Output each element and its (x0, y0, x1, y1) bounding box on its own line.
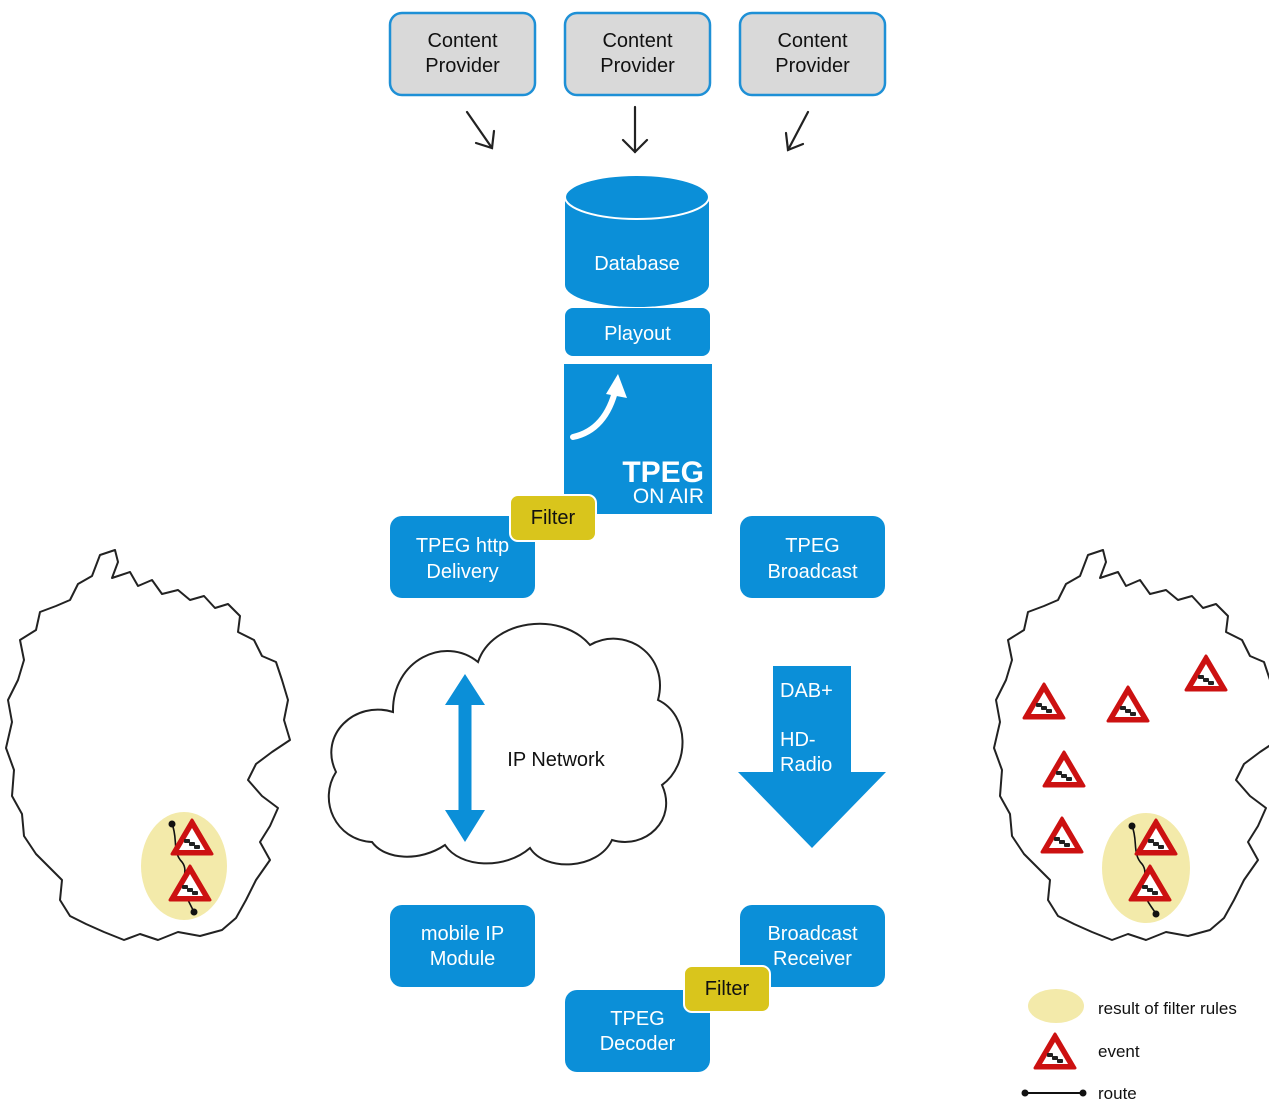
hd-label: HD- (780, 729, 816, 751)
http-delivery-line1: TPEG http (416, 535, 509, 557)
radio-label: Radio (780, 754, 832, 776)
filter-badge-top: Filter (509, 494, 597, 542)
legend-filter-label: result of filter rules (1098, 999, 1237, 1018)
broadcast-line1: TPEG (785, 535, 839, 557)
receiver-line2: Receiver (773, 948, 852, 970)
provider-arrow-3 (784, 110, 810, 152)
germany-map-filtered (5, 549, 291, 941)
provider-2-line1: Content (602, 30, 672, 52)
database-label: Database (594, 253, 680, 275)
provider-3-line1: Content (777, 30, 847, 52)
broadcast-receiver-box: Broadcast Receiver (740, 905, 885, 987)
legend-filter-swatch (1028, 989, 1084, 1023)
ip-network-cloud: IP Network (327, 622, 684, 866)
tpeg-logo-line1: TPEG (622, 456, 704, 489)
mobile-ip-line1: mobile IP (421, 923, 504, 945)
provider-3-line2: Provider (775, 55, 850, 77)
tpeg-decoder-box: TPEG Decoder (565, 990, 710, 1072)
playout-box: Playout (565, 308, 710, 356)
content-provider-3: Content Provider (738, 11, 887, 97)
mobile-ip-module-box: mobile IP Module (390, 905, 535, 987)
legend-event-label: event (1098, 1042, 1140, 1061)
provider-1-line2: Provider (425, 55, 500, 77)
tpeg-broadcast-box: TPEG Broadcast (740, 516, 885, 598)
dab-label: DAB+ (780, 680, 833, 702)
filter-badge-bottom: Filter (683, 965, 771, 1013)
mobile-ip-line2: Module (430, 948, 496, 970)
content-provider-1: Content Provider (388, 11, 537, 97)
broadcast-transmission-arrow: DAB+ HD- Radio (738, 666, 886, 848)
decoder-line2: Decoder (600, 1033, 676, 1055)
content-provider-2: Content Provider (563, 11, 712, 97)
legend: result of filter rules event route (1021, 989, 1237, 1100)
database: Database (564, 174, 710, 307)
germany-map-right (993, 549, 1269, 941)
filter-top-label: Filter (531, 507, 576, 529)
tpeg-http-delivery-box: TPEG http Delivery (390, 516, 535, 598)
ip-network-label: IP Network (507, 749, 605, 771)
provider-2-line2: Provider (600, 55, 675, 77)
http-delivery-line2: Delivery (426, 561, 498, 583)
playout-label: Playout (604, 323, 671, 345)
event-icon (1033, 1032, 1077, 1070)
receiver-line1: Broadcast (767, 923, 857, 945)
decoder-line1: TPEG (610, 1008, 664, 1030)
provider-1-line1: Content (427, 30, 497, 52)
provider-arrow-1 (465, 110, 496, 150)
provider-arrow-2 (621, 105, 649, 154)
filter-result-area (1102, 813, 1190, 923)
tpeg-on-air-logo: TPEG ON AIR (564, 364, 712, 514)
legend-route-label: route (1098, 1084, 1137, 1100)
tpeg-logo-line2: ON AIR (633, 485, 704, 508)
filter-bottom-label: Filter (705, 978, 750, 1000)
broadcast-line2: Broadcast (767, 561, 857, 583)
